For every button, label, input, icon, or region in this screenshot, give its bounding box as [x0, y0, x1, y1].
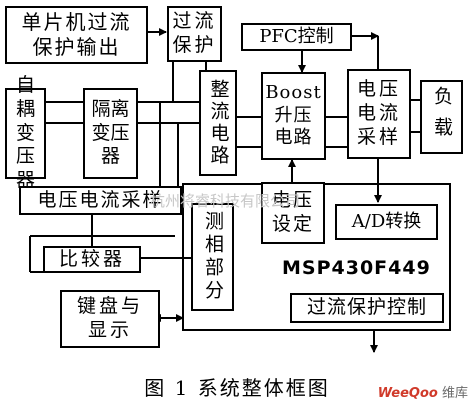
vi-sampling-left-block: 电压电流采样: [19, 186, 182, 215]
pfc-control-block: PFC控制: [241, 23, 352, 51]
keyboard-display-block: 键盘与 显示: [60, 290, 160, 348]
mcu-overcurrent-output-block: 单片机过流 保护输出: [5, 6, 148, 64]
figure-caption: 图 1 系统整体框图: [144, 376, 330, 400]
ad-convert-block: A/D转换: [335, 204, 438, 240]
watermark: 杭州将睿科技有限公司: [150, 192, 301, 210]
boost-block: Boost 升压 电路: [261, 72, 326, 160]
rectifier-block: 整流电路: [199, 70, 237, 176]
vi-sampling-right-block: 电压 电流 采样: [347, 69, 411, 159]
overcurrent-protection-block: 过流 保护: [167, 6, 222, 62]
logo-text-main: WeeQoo: [377, 386, 438, 401]
overcurrent-control-block: 过流保护控制: [290, 293, 444, 323]
load-block: 负载: [420, 80, 463, 154]
logo-text-sub: 维库: [441, 386, 468, 401]
phase-detect-block: 测相部分: [191, 203, 234, 311]
mcu-label: MSP430F449: [282, 257, 431, 279]
comparator-block: 比较器: [43, 246, 141, 273]
site-logo: WeeQoo 维库: [378, 382, 468, 401]
voltage-setting-block: 电压 设定: [261, 182, 325, 244]
isolation-transformer-block: 隔离 变压 器: [83, 88, 138, 179]
auto-transformer-block: 自耦 变压 器: [5, 74, 46, 191]
